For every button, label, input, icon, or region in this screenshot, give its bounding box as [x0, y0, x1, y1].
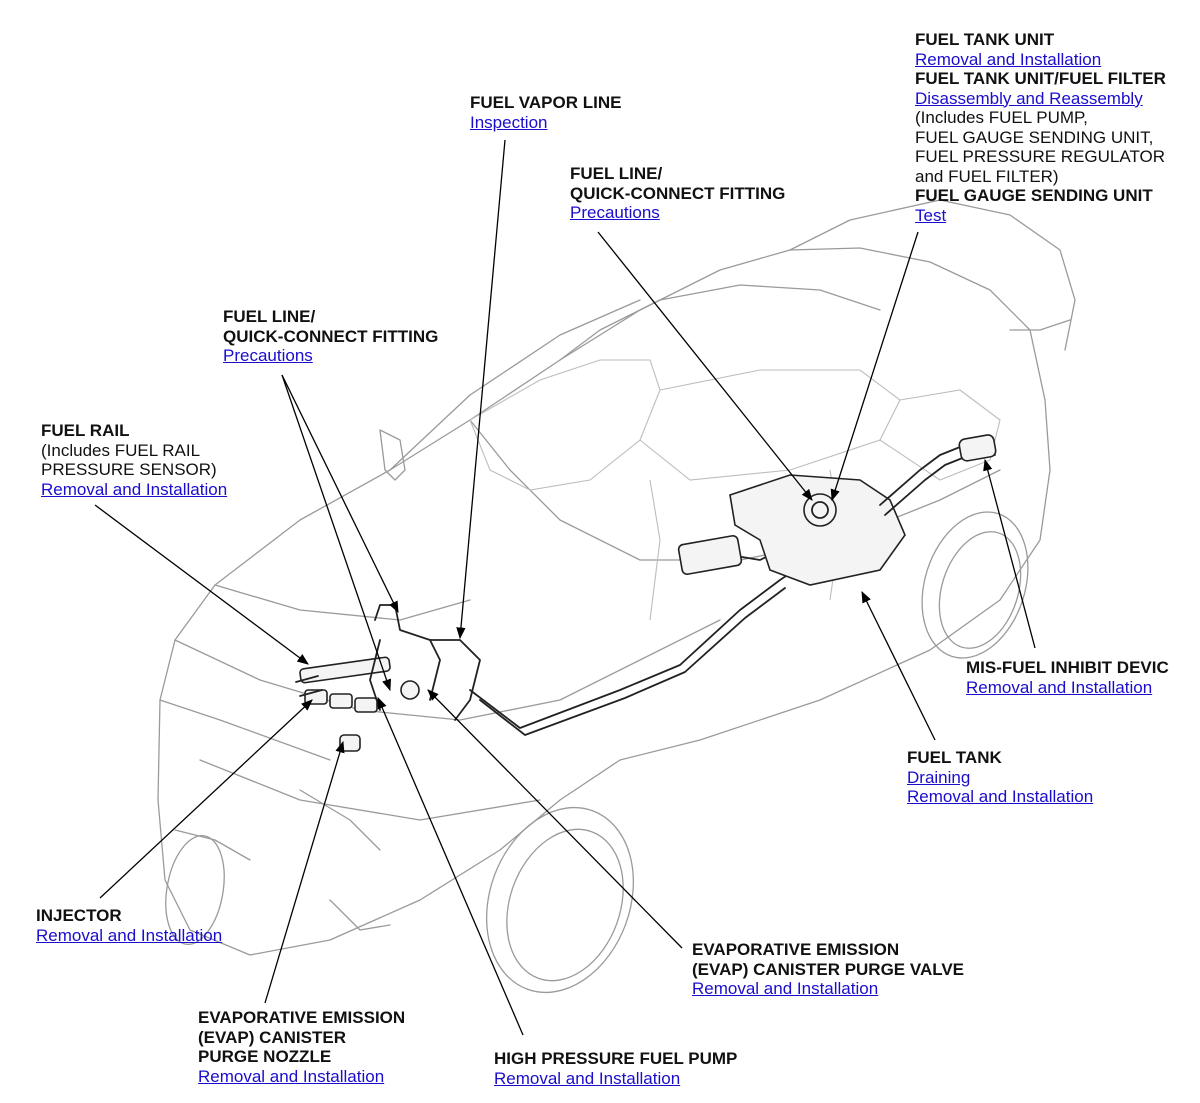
fuel-system-parts	[295, 434, 997, 752]
fuel-rail-note-2: PRESSURE SENSOR)	[41, 460, 217, 479]
fuel-tank-unit-note-1: (Includes FUEL PUMP,	[915, 108, 1088, 127]
callout-high-pressure-fuel-pump: HIGH PRESSURE FUEL PUMP Removal and Inst…	[494, 1049, 737, 1088]
fuel-tank-unit-title: FUEL TANK UNIT	[915, 30, 1055, 49]
callout-fuel-vapor-line: FUEL VAPOR LINE Inspection	[470, 93, 621, 132]
callout-fuel-line-front: FUEL LINE/ QUICK-CONNECT FITTING Precaut…	[223, 307, 438, 366]
evap-purge-nozzle-title-1: EVAPORATIVE EMISSION	[198, 1008, 406, 1027]
fuel-tank-removal-link[interactable]: Removal and Installation	[907, 787, 1094, 806]
leader-lines	[94, 139, 1036, 1036]
fuel-tank-unit-disassembly-link[interactable]: Disassembly and Reassembly	[915, 88, 1143, 108]
fuel-rail-title: FUEL RAIL	[41, 421, 130, 440]
injector-removal-link[interactable]: Removal and Installation	[36, 925, 223, 945]
fuel-line-front-title-2: QUICK-CONNECT FITTING	[223, 326, 439, 346]
callout-fuel-tank: FUEL TANK Draining Removal and Installat…	[907, 748, 1093, 807]
fuel-line-rear-precautions-link[interactable]: Precautions	[570, 203, 660, 222]
mis-fuel-title: MIS-FUEL INHIBIT DEVIC	[966, 658, 1169, 677]
fuel-tank-shape	[729, 474, 906, 586]
callout-fuel-rail: FUEL RAIL (Includes FUEL RAIL PRESSURE S…	[41, 421, 227, 499]
injector-title: INJECTOR	[36, 906, 122, 925]
high-pressure-pump-title: HIGH PRESSURE FUEL PUMP	[494, 1049, 738, 1068]
fuel-rail-removal-link[interactable]: Removal and Installation	[41, 479, 228, 499]
fuel-vapor-line-title: FUEL VAPOR LINE	[470, 93, 622, 112]
evap-purge-nozzle-title-3: PURGE NOZZLE	[198, 1047, 332, 1066]
fuel-gauge-sending-unit-test-link[interactable]: Test	[915, 205, 947, 225]
evap-purge-nozzle-removal-link[interactable]: Removal and Installation	[198, 1066, 385, 1086]
callout-fuel-tank-unit: FUEL TANK UNIT Removal and Installation …	[915, 30, 1166, 225]
evap-purge-nozzle-title-2: (EVAP) CANISTER	[198, 1027, 346, 1047]
callout-evap-purge-nozzle: EVAPORATIVE EMISSION (EVAP) CANISTER PUR…	[198, 1008, 405, 1086]
fuel-vapor-line-inspection-link[interactable]: Inspection	[470, 112, 548, 132]
evap-purge-valve-removal-link[interactable]: Removal and Installation	[692, 979, 879, 998]
callout-injector: INJECTOR Removal and Installation	[36, 906, 222, 945]
evap-canister-shape	[677, 535, 743, 575]
fuel-tank-unit-note-2: FUEL GAUGE SENDING UNIT,	[915, 127, 1154, 147]
fuel-gauge-sending-unit-title: FUEL GAUGE SENDING UNIT	[915, 186, 1153, 205]
fuel-lines	[469, 519, 811, 736]
evap-purge-valve-title-1: EVAPORATIVE EMISSION	[692, 940, 900, 959]
fuel-tank-title: FUEL TANK	[907, 748, 1002, 767]
fuel-tank-unit-note-3: FUEL PRESSURE REGULATOR	[915, 147, 1166, 166]
callout-fuel-line-rear: FUEL LINE/ QUICK-CONNECT FITTING Precaut…	[570, 164, 785, 223]
fuel-tank-unit-removal-link[interactable]: Removal and Installation	[915, 49, 1102, 69]
fuel-rail-shape	[295, 656, 391, 713]
high-pressure-pump-removal-link[interactable]: Removal and Installation	[494, 1068, 681, 1088]
fuel-tank-unit-note-4: and FUEL FILTER)	[915, 166, 1059, 186]
fuel-rail-note-1: (Includes FUEL RAIL	[41, 440, 201, 460]
callout-evap-purge-valve: EVAPORATIVE EMISSION (EVAP) CANISTER PUR…	[692, 940, 964, 999]
fuel-tank-unit-filter-title: FUEL TANK UNIT/FUEL FILTER	[915, 69, 1166, 88]
mis-fuel-removal-link[interactable]: Removal and Installation	[966, 677, 1153, 697]
filler-neck-shape	[879, 434, 997, 516]
fuel-line-front-precautions-link[interactable]: Precautions	[223, 346, 313, 365]
fuel-line-rear-title-2: QUICK-CONNECT FITTING	[570, 183, 786, 203]
engine-bay-parts	[339, 604, 481, 752]
fuel-line-front-title-1: FUEL LINE/	[223, 307, 316, 326]
fuel-line-rear-title-1: FUEL LINE/	[570, 164, 663, 183]
car-outline	[157, 199, 1076, 994]
evap-purge-valve-title-2: (EVAP) CANISTER PURGE VALVE	[692, 959, 965, 979]
fuel-tank-draining-link[interactable]: Draining	[907, 767, 971, 787]
callout-mis-fuel-inhibit-device: MIS-FUEL INHIBIT DEVIC Removal and Insta…	[966, 658, 1169, 697]
